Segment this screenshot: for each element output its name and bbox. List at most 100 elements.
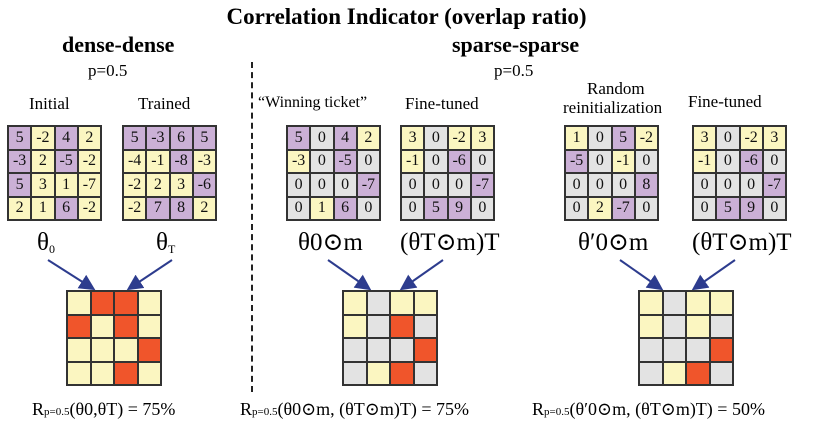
- arrow-initial: [47, 259, 96, 291]
- overlap-cell: [115, 292, 137, 314]
- matrix-cell: -2: [448, 127, 470, 149]
- matrix-cell: 0: [717, 150, 739, 172]
- overlap-cell: [391, 339, 413, 361]
- overlap-cell: [68, 362, 90, 384]
- overlap-cell: [414, 292, 436, 314]
- matrix-cell: 2: [32, 150, 54, 172]
- winning-ticket-label: “Winning ticket”: [258, 94, 368, 111]
- matrix-cell: 2: [357, 127, 379, 149]
- matrix-cell: -7: [612, 197, 634, 219]
- matrix-cell: 0: [612, 174, 634, 196]
- overlap-cell: [344, 339, 366, 361]
- matrix-cell: 2: [193, 197, 215, 219]
- arrow-trained: [126, 259, 173, 291]
- trained-label: Trained: [138, 94, 191, 113]
- matrix-cell: 0: [334, 174, 356, 196]
- matrix-cell: 0: [589, 150, 611, 172]
- finetuned-symbol-1: (θT⊙m)T: [400, 229, 500, 256]
- matrix-cell: -2: [124, 197, 146, 219]
- matrix-cell: -2: [78, 197, 100, 219]
- matrix-cell: 6: [170, 127, 192, 149]
- matrix-cell: -2: [78, 150, 100, 172]
- overlap-cell: [710, 315, 732, 337]
- arrow-winning: [327, 259, 372, 291]
- matrix-cell: 0: [589, 127, 611, 149]
- matrix-cell: 0: [425, 150, 447, 172]
- overlap-cell: [344, 315, 366, 337]
- sparse-p-label: p=0.5: [494, 61, 534, 80]
- matrix-cell: -2: [740, 127, 762, 149]
- overlap-cell: [367, 339, 389, 361]
- overlap-cell: [91, 339, 113, 361]
- matrix-cell: 8: [170, 197, 192, 219]
- overlap-cell: [138, 315, 160, 337]
- matrix-cell: 1: [55, 174, 77, 196]
- dense-formula: Rp=0.5(θ0,θT) = 75%: [32, 399, 176, 419]
- overlap-cell: [367, 315, 389, 337]
- overlap-cell: [710, 362, 732, 384]
- matrix-cell: 0: [566, 197, 588, 219]
- matrix-cell: 9: [448, 197, 470, 219]
- arrow-finetuned-2: [691, 259, 736, 291]
- overlap-cell: [391, 362, 413, 384]
- overlap-cell: [663, 362, 685, 384]
- matrix-cell: 0: [402, 197, 424, 219]
- overlap-cell: [391, 315, 413, 337]
- dense-p-label: p=0.5: [88, 61, 128, 80]
- overlap-cell: [344, 362, 366, 384]
- matrix-cell: 0: [448, 174, 470, 196]
- matrix-cell: 0: [311, 127, 333, 149]
- matrix-cell: 1: [566, 127, 588, 149]
- sparse-sparse-heading: sparse-sparse: [452, 32, 580, 57]
- matrix-cell: 5: [425, 197, 447, 219]
- finetuned-label-1: Fine-tuned: [405, 94, 479, 113]
- overlap-cell: [414, 362, 436, 384]
- matrix-cell: 0: [402, 174, 424, 196]
- overlap-cell: [687, 339, 709, 361]
- matrix-cell: -8: [170, 150, 192, 172]
- matrix-cell: 0: [311, 150, 333, 172]
- matrix-cell: 0: [288, 197, 310, 219]
- sparse-overlap-grid-1: [342, 290, 438, 386]
- overlap-cell: [91, 315, 113, 337]
- matrix-cell: 0: [471, 150, 493, 172]
- matrix-cell: 6: [55, 197, 77, 219]
- matrix-cell: 8: [635, 174, 657, 196]
- matrix-cell: -1: [612, 150, 634, 172]
- overlap-cell: [68, 292, 90, 314]
- overlap-cell: [91, 292, 113, 314]
- sparse-formula-1: Rp=0.5(θ0⊙m, (θT⊙m)T) = 75%: [240, 399, 470, 419]
- matrix-cell: 3: [694, 127, 716, 149]
- overlap-cell: [91, 362, 113, 384]
- matrix-cell: 5: [288, 127, 310, 149]
- matrix-cell: -2: [635, 127, 657, 149]
- overlap-cell: [68, 315, 90, 337]
- matrix-cell: 2: [9, 197, 31, 219]
- matrix-cell: -6: [193, 174, 215, 196]
- random-label-line2: reinitialization: [563, 98, 663, 117]
- overlap-cell: [640, 292, 662, 314]
- matrix-cell: -2: [124, 174, 146, 196]
- matrix-cell: -3: [288, 150, 310, 172]
- overlap-cell: [687, 362, 709, 384]
- overlap-cell: [710, 339, 732, 361]
- matrix-cell: 2: [78, 127, 100, 149]
- matrix-cell: -7: [471, 174, 493, 196]
- matrix-cell: 5: [124, 127, 146, 149]
- sparse-overlap-grid-2: [638, 290, 734, 386]
- overlap-cell: [414, 339, 436, 361]
- overlap-cell: [687, 292, 709, 314]
- matrix-cell: 3: [763, 127, 785, 149]
- matrix-cell: 0: [763, 150, 785, 172]
- dense-overlap-grid: [66, 290, 162, 386]
- overlap-cell: [367, 362, 389, 384]
- overlap-cell: [138, 362, 160, 384]
- matrix-cell: -3: [193, 150, 215, 172]
- theta-0-symbol: θ0: [37, 229, 55, 256]
- matrix-cell: -1: [147, 150, 169, 172]
- overlap-cell: [344, 292, 366, 314]
- matrix-cell: 0: [425, 174, 447, 196]
- matrix-cell: 0: [635, 197, 657, 219]
